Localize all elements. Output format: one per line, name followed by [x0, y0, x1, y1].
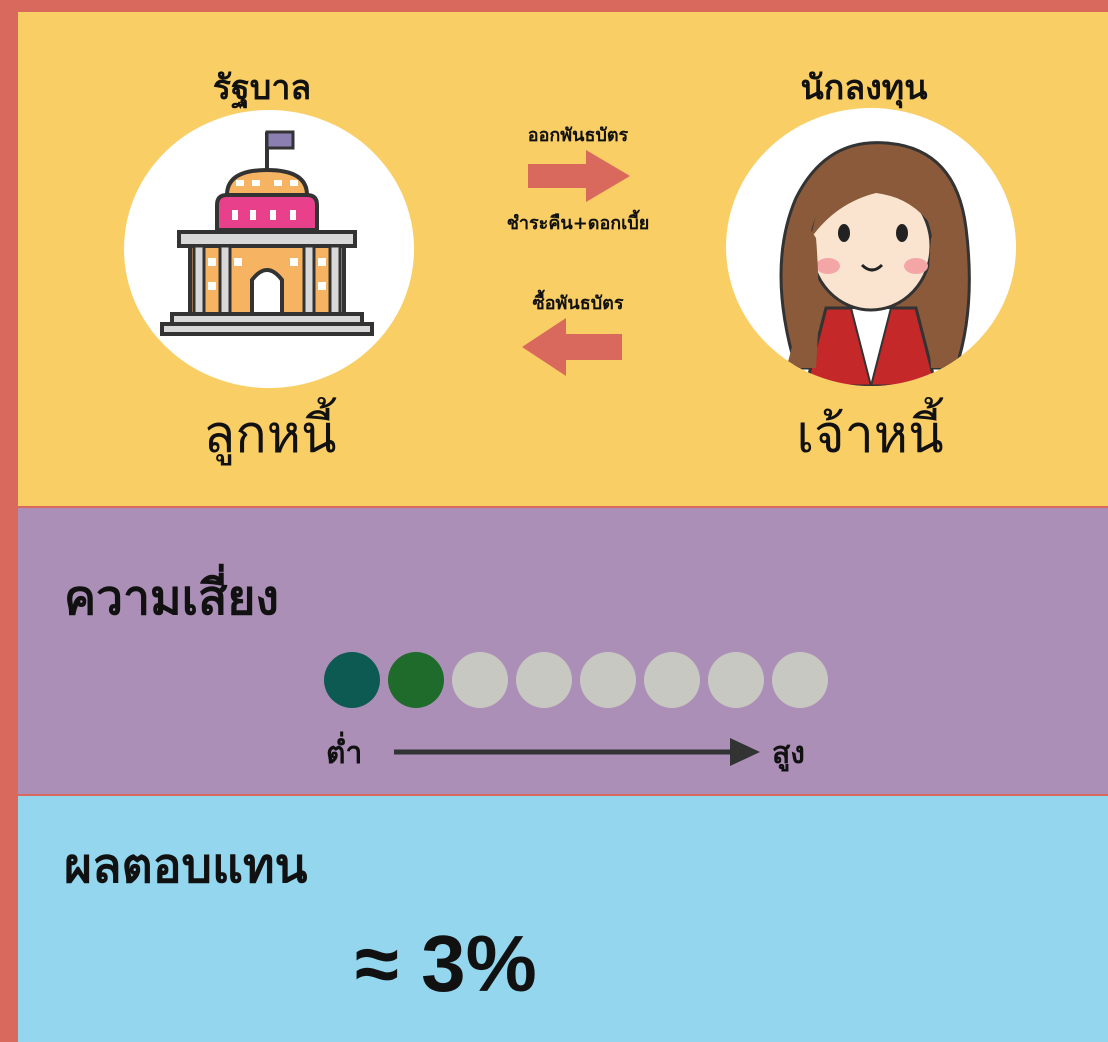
risk-low-label: ต่ำ [326, 736, 363, 771]
risk-dot-empty [580, 652, 636, 708]
risk-heading: ความเสี่ยง [64, 570, 279, 626]
investor-role-label: นักลงทุน [800, 68, 928, 108]
repay-interest-label: ชำระคืน+ดอกเบี้ย [506, 213, 650, 234]
buy-bond-label: ซื้อพันธบัตร [532, 293, 624, 314]
risk-high-label: สูง [772, 736, 805, 771]
arrow-left-icon [522, 318, 622, 376]
return-value: ≈ 3% [355, 919, 537, 1008]
risk-scale-arrow-icon [394, 738, 760, 766]
arrow-right-icon [528, 150, 630, 202]
risk-dot-filled [324, 652, 380, 708]
risk-dot-empty [516, 652, 572, 708]
debtor-label: ลูกหนี้ [203, 405, 337, 465]
government-avatar [124, 110, 414, 388]
government-building-icon [160, 130, 374, 336]
return-heading: ผลตอบแทน [64, 838, 308, 894]
risk-dot-filled [388, 652, 444, 708]
risk-panel [18, 508, 1108, 794]
investor-avatar-icon [779, 141, 971, 386]
creditor-label: เจ้าหนี้ [796, 405, 944, 465]
risk-dot-empty [644, 652, 700, 708]
government-role-label: รัฐบาล [212, 68, 312, 108]
investor-avatar [726, 108, 1016, 386]
risk-dot-empty [452, 652, 508, 708]
risk-dot-empty [772, 652, 828, 708]
issue-bond-label: ออกพันธบัตร [527, 125, 629, 146]
return-panel [18, 796, 1108, 1042]
risk-dot-empty [708, 652, 764, 708]
